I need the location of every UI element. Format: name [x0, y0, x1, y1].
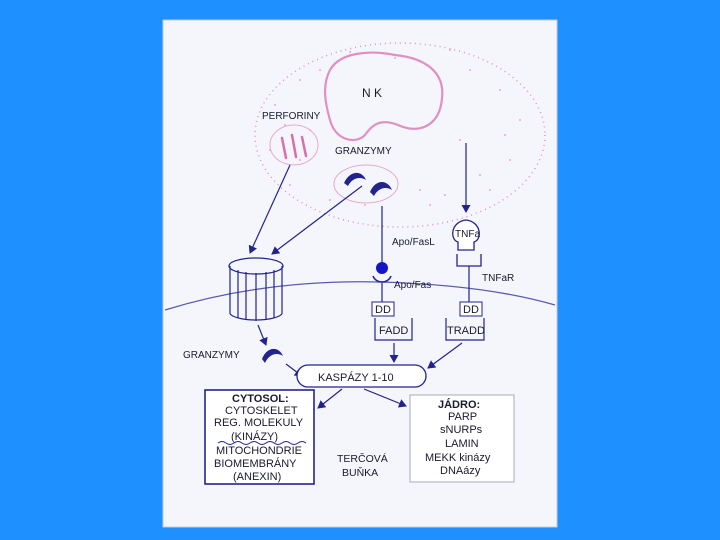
dd-left-label: DD [375, 304, 391, 316]
nk-nucleus [324, 51, 444, 142]
dd-left-box [371, 301, 395, 317]
jadro-title: JÁDRO: [438, 398, 480, 411]
nk-label: N K [362, 86, 382, 100]
fadd-label: FADD [379, 325, 408, 337]
granzyme-icon [344, 172, 366, 186]
cytosol-item: (KINÁZY) [231, 430, 278, 443]
kaspazy-label: KASPÁZY 1-10 [318, 371, 394, 384]
granzymy-bottom-label: GRANZYMY [183, 350, 240, 361]
fadd-bracket [374, 318, 413, 341]
cytosol-item: BIOMEMBRÁNY [214, 457, 297, 470]
perforin-pore [228, 257, 284, 321]
tnfa-ligand [452, 219, 480, 251]
cytosol-item: REG. MOLEKULY [214, 417, 304, 429]
granzyme-vesicle [333, 164, 399, 204]
apo-fasl-label: Apo/FasL [392, 237, 435, 248]
granzyme-icon [370, 182, 392, 196]
jadro-item: LAMIN [445, 438, 479, 450]
arrow-tradd-to-kaspazy [427, 342, 463, 369]
tradd-bracket [445, 318, 485, 341]
tnfa-label: TNFa [455, 229, 480, 240]
jadro-item: MEKK kinázy [425, 452, 491, 464]
tnfar-label: TNFaR [482, 273, 514, 284]
perforin-molecules [280, 133, 308, 160]
dd-right-box [459, 301, 483, 317]
arrow-pore-to-granzyme [257, 324, 268, 346]
fas-receptor [372, 275, 392, 283]
cytosol-item: CYTOSKELET [225, 405, 298, 417]
arrow-kaspazy-to-jadro [363, 388, 407, 408]
cytosol-title: CYTOSOL: [232, 393, 289, 405]
cytosol-item: (ANEXIN) [233, 471, 281, 483]
cytosol-wavy-underline [217, 441, 307, 445]
perforiny-label: PERFORINY [262, 111, 321, 122]
cytosol-item: MITOCHONDRIE [216, 445, 302, 457]
jadro-box [409, 394, 515, 483]
perforin-vesicle [269, 124, 319, 166]
nk-cell-membrane [254, 42, 546, 228]
apo-fas-label: Apo/Fas [394, 280, 431, 291]
jadro-item: PARP [448, 411, 477, 423]
jadro-item: sNURPs [440, 424, 483, 436]
tercova-label: TERČOVÁ [337, 452, 388, 465]
granzymy-top-label: GRANZYMY [335, 146, 392, 157]
kaspazy-pill [296, 364, 427, 388]
granzyme-cytoplasm-icon [262, 348, 283, 363]
bunka-label: BUŇKA [342, 466, 378, 479]
tradd-label: TRADD [447, 325, 485, 337]
cytosol-box [204, 389, 315, 485]
arrow-granzyme-to-pore [271, 185, 363, 255]
arrow-perforin-to-pore [248, 164, 291, 254]
jadro-item: DNAázy [440, 465, 481, 477]
arrow-kaspazy-to-cytosol [317, 388, 343, 409]
dd-right-label: DD [463, 304, 479, 316]
fasl-ligand [376, 262, 388, 274]
